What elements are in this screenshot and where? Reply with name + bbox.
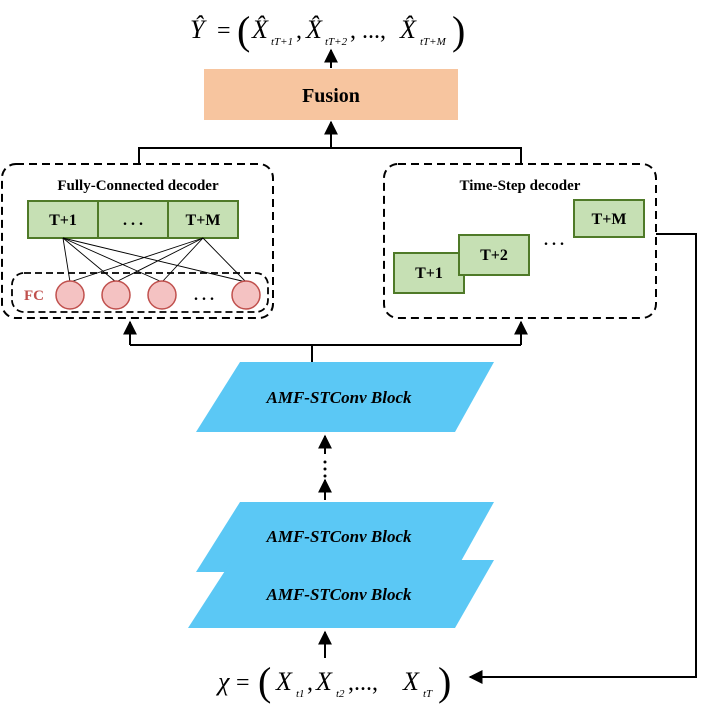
fusion-box: Fusion	[204, 69, 458, 120]
input-sub-2: t2	[336, 688, 345, 700]
input-sub-3: tT	[423, 688, 433, 700]
output-sep-2: , ...,	[350, 18, 386, 44]
input-formula: χ = ( X t1 , X t2 ,..., X tT )	[215, 659, 451, 704]
fc-node-dots: . . .	[194, 287, 214, 304]
output-term-2: X̂	[305, 15, 323, 44]
fc-connections	[62, 237, 247, 283]
output-sub-2: tT+2	[325, 36, 348, 48]
block-top-label: AMF-STConv Block	[266, 388, 412, 407]
output-eq: =	[217, 18, 231, 44]
fc-cell-t1: T+1	[49, 212, 77, 229]
input-lhs: χ	[215, 667, 230, 696]
input-sub-1: t1	[296, 688, 305, 700]
block-middle-label: AMF-STConv Block	[266, 527, 412, 546]
input-term-1: X	[275, 667, 293, 696]
fully-connected-decoder: Fully-Connected decoder T+1 . . . T+M FC…	[1, 163, 274, 319]
input-lparen: (	[258, 659, 271, 704]
ts-cell-t2: T+2	[480, 247, 508, 264]
output-sub-1: tT+1	[271, 36, 293, 48]
input-term-2: X	[315, 667, 333, 696]
block-bottom-label: AMF-STConv Block	[266, 585, 412, 604]
fc-cell-dots: . . .	[123, 212, 143, 229]
output-term-3: X̂	[399, 15, 417, 44]
ts-dots: . . .	[544, 232, 564, 249]
fc-layer-label: FC	[24, 288, 44, 304]
input-sep-2: ,...,	[348, 670, 378, 696]
amf-stconv-block-top: AMF-STConv Block	[196, 362, 494, 432]
time-step-decoder: Time-Step decoder T+1 T+2 . . . T+M	[383, 163, 657, 319]
ts-cell-t1: T+1	[415, 265, 443, 282]
connector-decoders-to-fusion	[138, 147, 522, 164]
output-lhs: Ŷ	[190, 15, 207, 44]
fc-output-cells: T+1 . . . T+M	[27, 200, 239, 239]
fc-node-last	[231, 280, 261, 310]
ts-cell-tm: T+M	[592, 211, 627, 228]
output-sep-1: ,	[296, 18, 302, 44]
fc-decoder-title: Fully-Connected decoder	[57, 178, 219, 194]
fusion-label: Fusion	[302, 85, 360, 107]
feedback-connector	[468, 233, 697, 684]
vertical-dots	[323, 460, 327, 478]
connector-block-to-decoders	[130, 344, 521, 362]
fc-node-1	[55, 280, 85, 310]
output-sub-3: tT+M	[420, 36, 447, 48]
fc-node-3	[147, 280, 177, 310]
fc-layer-frame	[11, 272, 269, 313]
input-rparen: )	[438, 659, 451, 704]
output-term-1: X̂	[251, 15, 269, 44]
fc-node-2	[101, 280, 131, 310]
amf-stconv-block-bottom: AMF-STConv Block	[188, 560, 494, 628]
amf-stconv-block-middle: AMF-STConv Block	[196, 502, 494, 572]
fc-cell-tm: T+M	[186, 212, 221, 229]
output-rparen: )	[452, 8, 465, 53]
input-sep-1: ,	[307, 670, 313, 696]
input-term-3: X	[402, 667, 420, 696]
ts-decoder-title: Time-Step decoder	[460, 178, 581, 194]
output-lparen: (	[237, 8, 250, 53]
input-eq: =	[236, 670, 250, 696]
output-formula: Ŷ = ( X̂ tT+1 , X̂ tT+2 , ..., X̂ tT+M )	[190, 8, 465, 53]
